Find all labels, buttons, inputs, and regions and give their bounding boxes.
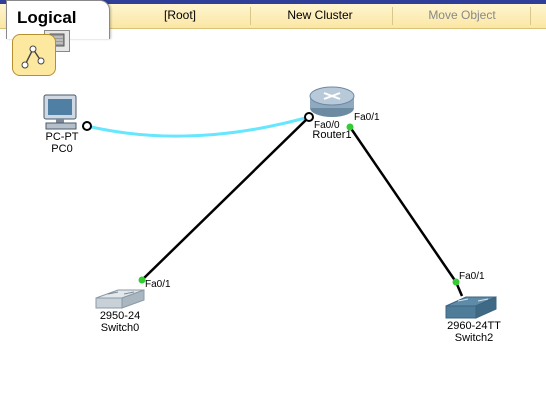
pc-router-link[interactable] (86, 115, 310, 138)
router-switch0-link[interactable] (141, 116, 310, 281)
switch2-model-label: 2960-24TT (447, 320, 501, 332)
logical-tab-label: Logical (17, 8, 77, 27)
toolbar-separator (530, 7, 531, 25)
move-object-button[interactable]: Move Object (428, 8, 496, 22)
switch2-port-dot (452, 278, 460, 286)
switch0-model-label: 2950-24 (99, 310, 141, 322)
new-cluster-button[interactable]: New Cluster (287, 8, 353, 22)
root-button[interactable]: [Root] (163, 8, 196, 22)
switch0-fa01-label: Fa0/1 (145, 279, 171, 290)
pc-model-label: PC-PT (45, 131, 79, 143)
router-fa01-label: Fa0/1 (354, 112, 380, 123)
pc-icon[interactable] (43, 94, 77, 130)
switch2-name-label: Switch2 (454, 332, 494, 344)
router-fa00-label: Fa0/0 (314, 120, 340, 131)
logical-tab[interactable]: Logical (6, 0, 110, 39)
pc-name-label: PC0 (51, 143, 73, 155)
router-switch2-link[interactable] (348, 126, 458, 283)
title-strip (0, 0, 546, 4)
router-fa01-dot (346, 123, 354, 131)
switch2-fa01-label: Fa0/1 (459, 271, 485, 282)
pc-port-dot (82, 121, 92, 131)
switch2-icon[interactable] (445, 296, 497, 319)
toolbar-separator (250, 7, 251, 25)
switch0-port-dot (138, 276, 146, 284)
toolbar-separator (392, 7, 393, 25)
router-fa00-dot (304, 112, 314, 122)
switch0-name-label: Switch0 (100, 322, 140, 334)
router-name-label: Router1 (312, 129, 352, 141)
router-icon[interactable] (309, 86, 355, 117)
logical-view-icon[interactable] (12, 34, 56, 76)
switch0-icon[interactable] (95, 289, 145, 309)
